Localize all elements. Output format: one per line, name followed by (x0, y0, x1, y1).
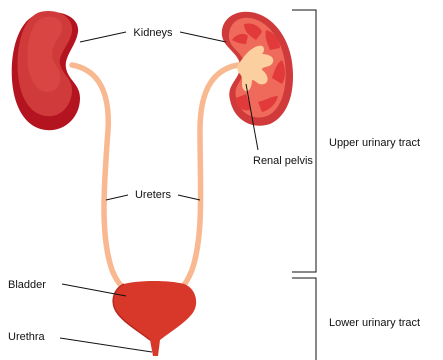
left-ureter (72, 65, 126, 290)
urethra-leader (60, 338, 152, 352)
urethra-label: Urethra (8, 331, 46, 343)
bladder-label: Bladder (8, 279, 46, 291)
kidneys-leader-left (80, 32, 126, 42)
brackets (292, 10, 316, 360)
lower-tract-bracket (292, 278, 316, 360)
ureters-label: Ureters (135, 189, 172, 201)
bladder-body (113, 281, 196, 356)
left-kidney (12, 11, 80, 130)
kidneys-leader-right (180, 32, 226, 42)
ureters-leader-right (178, 195, 200, 200)
bladder (113, 281, 196, 356)
ureters-leader-left (106, 195, 128, 200)
upper-tract-bracket (292, 10, 316, 272)
lower-urinary-tract-label: Lower urinary tract (329, 317, 420, 329)
upper-urinary-tract-label: Upper urinary tract (329, 137, 420, 149)
kidneys-label: Kidneys (133, 27, 173, 39)
renal-pelvis-label: Renal pelvis (253, 155, 313, 167)
right-ureter (180, 65, 238, 290)
